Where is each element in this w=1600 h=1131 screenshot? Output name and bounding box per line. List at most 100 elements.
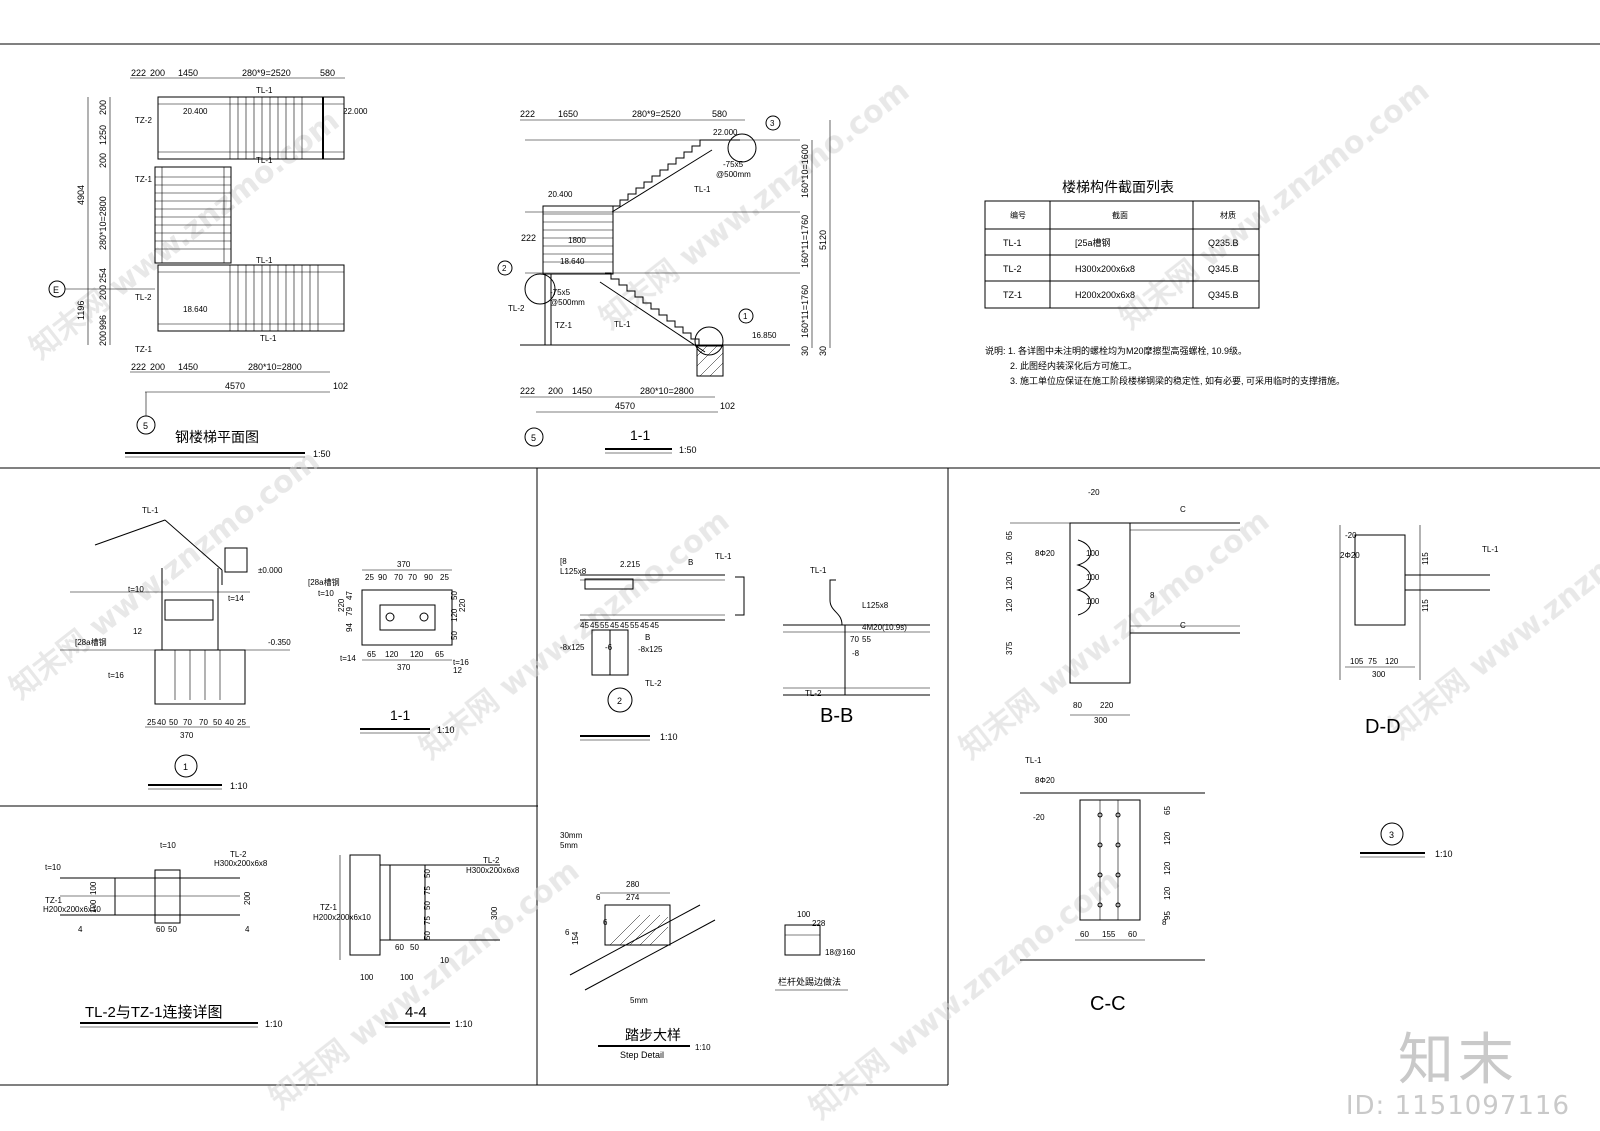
d2-circle: 2 — [617, 696, 622, 706]
d1-bottom-dim: 40 — [157, 718, 166, 727]
d2-label: [8 — [560, 557, 567, 566]
d1-total: 370 — [180, 731, 194, 740]
d1-bottom-dim: 50 — [213, 718, 222, 727]
sec-top-dim: 280*9=2520 — [632, 109, 681, 119]
plan-label: TL-1 — [256, 256, 273, 265]
sec-top-dim: 222 — [520, 109, 535, 119]
tl2-title: TL-2与TZ-1连接详图 — [85, 1004, 223, 1021]
sec-right-total: 5120 — [818, 230, 828, 250]
plan-title: 钢楼梯平面图 — [175, 429, 259, 445]
step-label: 30mm — [560, 831, 583, 840]
d3-label: 8 — [1150, 591, 1155, 600]
rail-label: 100 — [797, 910, 811, 919]
stair-plan: 222 200 1450 280*9=2520 580 — [48, 68, 368, 459]
d3-label: 100 — [1086, 573, 1100, 582]
sec-overall-right: 102 — [720, 401, 735, 411]
d44-label: 100 — [360, 973, 374, 982]
sec-note: @500mm — [716, 170, 751, 179]
d44-label: 60 — [395, 943, 404, 952]
plan-overall-right: 102 — [333, 381, 348, 391]
d3-bottom: 80 — [1073, 701, 1082, 710]
dd-label: 115 — [1421, 552, 1430, 565]
step-label: 280 — [626, 880, 640, 889]
sec-label: TL-1 — [694, 185, 711, 194]
bb-label: 4M20(10.9s) — [862, 623, 907, 632]
table-cell: [25a槽钢 — [1075, 237, 1111, 248]
step-label: 154 — [571, 931, 580, 945]
watermark-id: ID: 1151097116 — [1345, 1091, 1570, 1121]
plan-left-dim: 200 — [98, 153, 108, 168]
d2-label: 2.215 — [620, 560, 641, 569]
d1-label: 12 — [133, 627, 142, 636]
section-1-1: 222 1650 280*9=2520 580 1800 — [497, 109, 831, 455]
dd-bottom: 75 — [1368, 657, 1377, 666]
d3-dim: 120 — [1005, 551, 1014, 565]
d11-side: 220 — [337, 598, 346, 612]
cc-title: C-C — [1090, 993, 1126, 1015]
d2-label: TL-2 — [645, 679, 662, 688]
plan-overall: 4570 — [225, 381, 245, 391]
plan-left-dim: 996 — [98, 315, 108, 330]
plan-bottom-dim: 1450 — [178, 362, 198, 372]
table-cell: TL-1 — [1003, 238, 1022, 248]
tl2-label: 4 — [245, 925, 250, 934]
cc-label: 8 — [1162, 918, 1167, 927]
cc-dim: 65 — [1163, 806, 1172, 815]
sec-label: TL-1 — [614, 320, 631, 329]
sec-left-dim: 222 — [521, 233, 536, 243]
sec-right-dim: 160*10=1600 — [800, 144, 810, 198]
plan-label: TL-1 — [256, 86, 273, 95]
step-label: 5mm — [560, 841, 578, 850]
d11-label: t=10 — [318, 589, 334, 598]
dd-bottom: 300 — [1372, 670, 1386, 679]
d1-bottom-dim: 70 — [199, 718, 208, 727]
rail-edge-detail: 100 228 18@160 栏杆处踢边做法 — [775, 910, 856, 991]
d44-label: TL-2 — [483, 856, 500, 865]
sec-bottom-dim: 1450 — [572, 386, 592, 396]
svg-text:知末网 www.znzmo.com: 知末网 www.znzmo.com — [23, 103, 346, 366]
section-table: 楼梯构件截面列表 编号 截面 材质 TL-1 [25a槽钢 Q235.B TL-… — [984, 179, 1260, 309]
d1-label: t=16 — [108, 671, 124, 680]
table-title: 楼梯构件截面列表 — [1062, 179, 1174, 195]
table-cell: Q235.B — [1208, 238, 1239, 248]
note-line: 2. 此图经内装深化后方可施工。 — [1010, 360, 1137, 371]
detail-d-d: -20 2Φ20 TL-1 115 115 105 75 120 300 D-D — [1339, 525, 1499, 738]
d11-top-dim: 25 — [365, 573, 374, 582]
d44-label: H300x200x6x8 — [466, 866, 520, 875]
plan-bottom-dim: 200 — [150, 362, 165, 372]
d11-title: 1-1 — [390, 707, 410, 723]
step-subtitle: Step Detail — [620, 1050, 664, 1060]
bb-label: TL-2 — [805, 689, 822, 698]
d3-label: -20 — [1088, 488, 1100, 497]
step-label: 6 — [596, 893, 601, 902]
svg-text:知末网 www.znzmo.com: 知末网 www.znzmo.com — [1113, 73, 1436, 336]
d44-label: 50 — [423, 901, 432, 910]
step-label: 5mm — [630, 996, 648, 1005]
d1-bottom-dim: 70 — [183, 718, 192, 727]
plan-left-dim: 200 — [98, 285, 108, 300]
plan-elev: 20.400 — [183, 107, 208, 116]
sec-label: TZ-1 — [555, 321, 572, 330]
detail-tl2-tz1: t=10 TL-2 H300x200x6x8 t=10 TZ-1 H200x20… — [43, 841, 283, 1029]
table-header: 材质 — [1220, 210, 1236, 220]
sec-callout: 1 — [743, 312, 748, 321]
plan-top-dim: 580 — [320, 68, 335, 78]
d11-label: t=16 — [453, 658, 469, 667]
d2-dim: 45 — [640, 621, 649, 630]
d2-dim: 45 — [590, 621, 599, 630]
d3-label: C — [1180, 621, 1186, 630]
d11-right-dim: 120 — [450, 608, 459, 622]
d3-bottom: 300 — [1094, 716, 1108, 725]
plan-elev: 22.000 — [343, 107, 368, 116]
plan-left-dim: 254 — [98, 268, 108, 283]
step-detail: 30mm 5mm 280 274 6 6 154 6 5mm 踏步大样 Step… — [560, 831, 716, 1060]
plan-left-dim: 200 — [98, 331, 108, 346]
svg-text:知末网 www.znzmo.com: 知末网 www.znzmo.com — [1383, 483, 1600, 746]
sec-landing: 1800 — [568, 236, 586, 245]
d2-label: L125x8 — [560, 567, 587, 576]
d3-scale: 1:10 — [1435, 849, 1453, 859]
dd-title: D-D — [1365, 716, 1401, 738]
table-cell: H300x200x6x8 — [1075, 264, 1135, 274]
d11-mid-total: 370 — [397, 663, 411, 672]
detail-3: 65 120 120 120 375 -20 8Φ20 100 100 100 … — [1005, 488, 1453, 859]
